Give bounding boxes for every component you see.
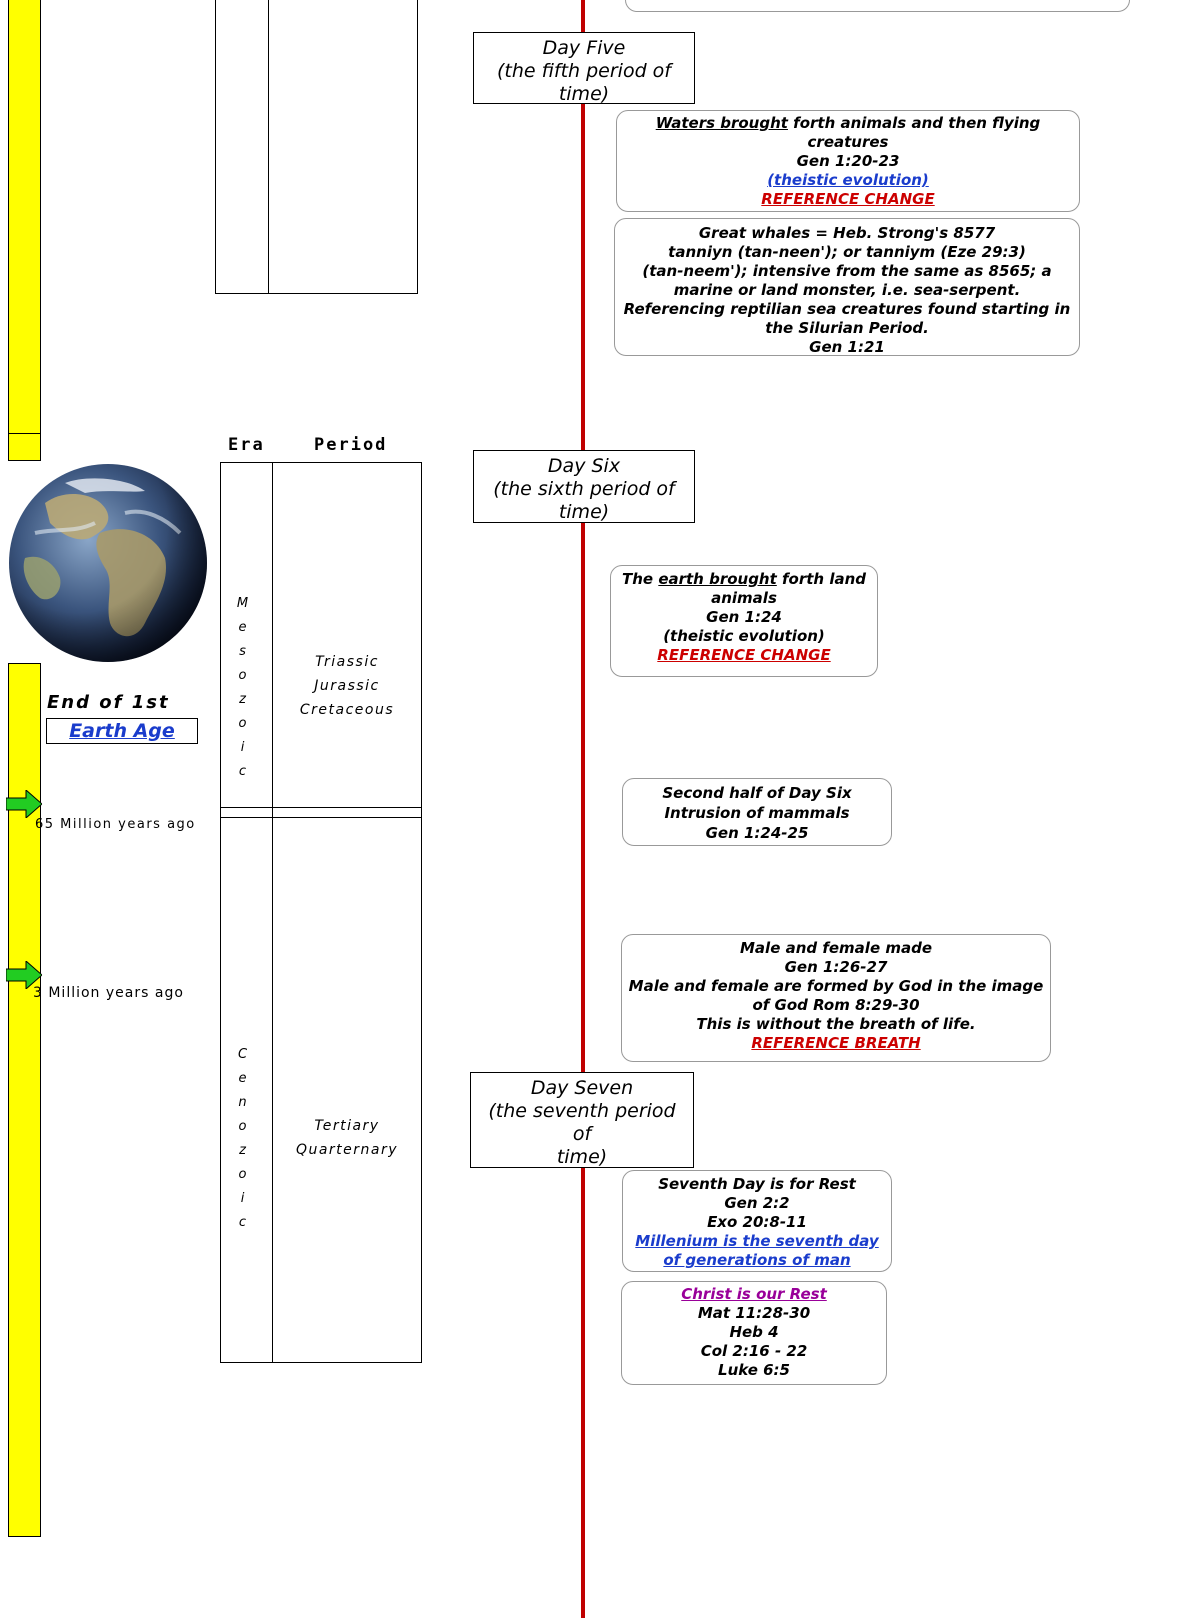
era-table-upper (215, 0, 418, 294)
marker-label-3mya: 3 Million years ago (33, 985, 184, 1001)
note-second-half-day-six: Second half of Day Six Intrusion of mamm… (622, 778, 892, 846)
era-table-upper-divider (268, 0, 269, 294)
note-waters-brought: Waters brought forth animals and then fl… (616, 110, 1080, 212)
reference-change-link[interactable]: REFERENCE CHANGE (657, 646, 831, 664)
period-header: Period (314, 435, 388, 455)
earth-age-link[interactable]: Earth Age (69, 720, 175, 742)
era-boundary-line-2 (220, 817, 422, 818)
waters-brought-link[interactable]: Waters brought (655, 114, 788, 132)
earth-age-box: Earth Age (46, 718, 198, 744)
era-header: Era (228, 435, 265, 455)
earth-brought-link[interactable]: earth brought (658, 570, 777, 588)
note-seventh-day-rest: Seventh Day is for Rest Gen 2:2 Exo 20:8… (622, 1170, 892, 1272)
timeline-bar-upper (8, 0, 41, 434)
note-male-female: Male and female made Gen 1:26-27 Male an… (621, 934, 1051, 1062)
cenozoic-periods: Tertiary Quarternary (295, 1118, 399, 1158)
mesozoic-periods: Triassic Jurassic Cretaceous (299, 654, 395, 718)
end-of-earth-age-label: End of 1st (47, 692, 170, 713)
reference-breath-link[interactable]: REFERENCE BREATH (751, 1034, 921, 1052)
arrow-right-icon (6, 961, 42, 989)
christ-rest-link[interactable]: Christ is our Rest (681, 1285, 827, 1303)
millenium-link[interactable]: Millenium is the seventh day (635, 1232, 879, 1250)
note-earth-brought: The earth brought forth land animals Gen… (610, 565, 878, 677)
note-great-whales: Great whales = Heb. Strong's 8577 tanniy… (614, 218, 1080, 356)
era-table-divider (272, 462, 273, 1363)
earth-globe-image (9, 464, 207, 662)
marker-label-65mya: 65 Million years ago (35, 817, 196, 832)
era-boundary-line-1 (220, 807, 422, 808)
note-christ-rest: Christ is our Rest Mat 11:28-30 Heb 4 Co… (621, 1281, 887, 1385)
mesozoic-era-label: M e s o z o i c (236, 596, 250, 779)
red-timeline-line (581, 0, 585, 1618)
arrow-right-icon (6, 790, 42, 818)
theistic-evolution-link[interactable]: (theistic evolution) (767, 171, 929, 189)
note-box-partial (625, 0, 1130, 12)
era-table (220, 462, 422, 1363)
day-five-box: Day Five (the fifth period of time) (473, 32, 695, 105)
reference-change-link[interactable]: REFERENCE CHANGE (761, 190, 935, 208)
generations-of-man-link[interactable]: of generations of man (663, 1251, 851, 1269)
day-six-box: Day Six (the sixth period of time) (473, 450, 695, 523)
cenozoic-era-label: C e n o z o i c (237, 1047, 249, 1230)
timeline-bar-upper-segment (8, 433, 41, 461)
day-seven-box: Day Seven (the seventh period of time) (470, 1072, 694, 1168)
